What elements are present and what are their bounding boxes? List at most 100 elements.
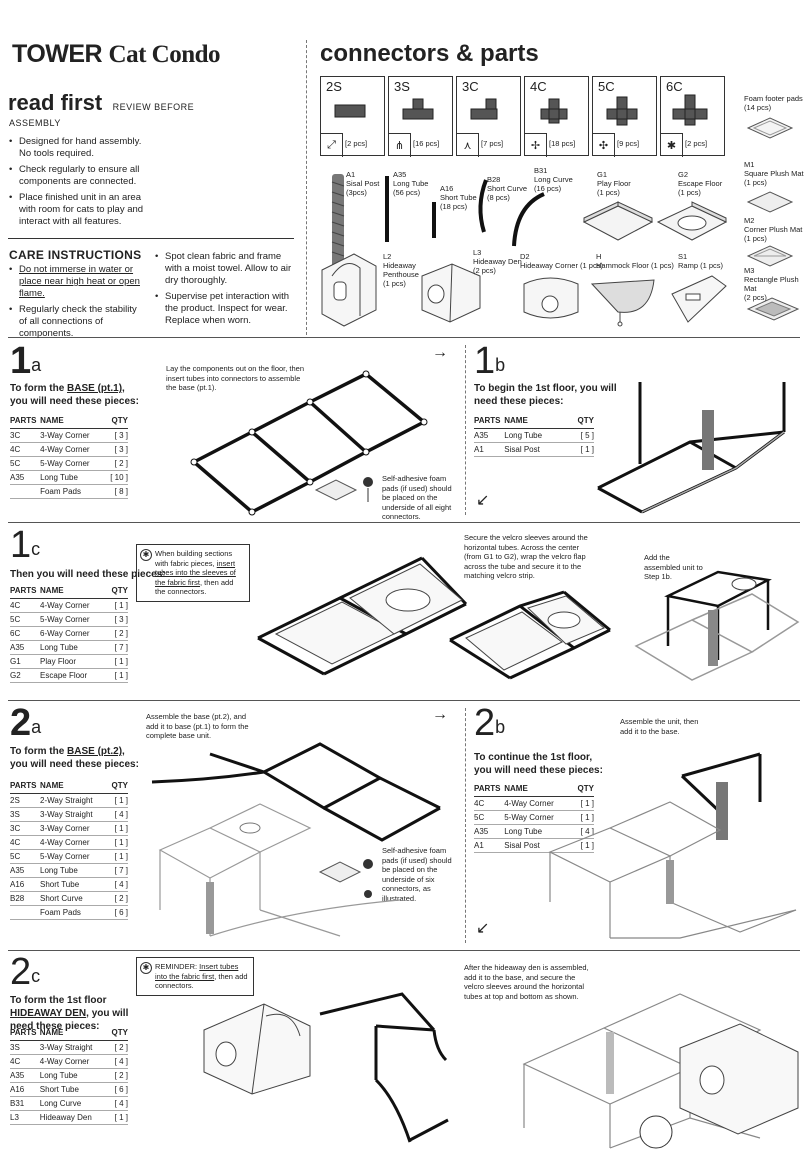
step-2c-assembled-diagram [522, 993, 799, 1149]
divider-1ab [465, 345, 466, 515]
step-1c-velcro-note: Secure the velcro sleeves around the hor… [464, 533, 588, 580]
table-header: QTY [104, 584, 128, 599]
part-name: 5-Way Corner [40, 849, 105, 864]
table-header: NAME [40, 414, 105, 429]
connector-code: 4C [530, 79, 547, 94]
care-rule [8, 238, 294, 239]
table-header: QTY [569, 782, 594, 797]
connector-image [470, 98, 498, 120]
connector-symbol-icon: ✣ [593, 133, 615, 157]
step-2a-title: To form the BASE (pt.2), you will need t… [10, 746, 139, 770]
step-1c-diagram [257, 556, 468, 676]
part-qty: [ 3 ] [104, 612, 128, 627]
hideaway-den-image [421, 263, 481, 323]
part-name: 4-Way Corner [504, 796, 570, 811]
long-curve-image [512, 192, 545, 247]
header-rule-bottom [8, 337, 800, 338]
penthouse-image [321, 253, 377, 327]
ramp-image [671, 275, 727, 323]
table-header: QTY [104, 414, 128, 429]
part-code: L3 [10, 1110, 40, 1125]
bullet-item: Designed for hand assembly. No tools req… [9, 136, 149, 160]
part-name: Sisal Post [504, 442, 570, 457]
part-name: Short Curve [40, 891, 105, 906]
part-qty: [ 2 ] [104, 626, 128, 641]
connector-qty: [2 pcs] [685, 139, 708, 148]
part-code: A35 [10, 470, 41, 485]
part-name: Sisal Post [504, 838, 570, 853]
part-qty: [ 1 ] [104, 821, 128, 836]
care-item: Spot clean fabric and frame with a moist… [155, 251, 300, 287]
header-divider [306, 40, 307, 335]
part-name: Long Tube [40, 470, 105, 485]
foam-pads-image [746, 117, 794, 139]
part-m3: M3 Rectangle Plush Mat (2 pcs) [744, 266, 799, 302]
table-header: PARTS [10, 779, 41, 794]
table-header: QTY [104, 1026, 128, 1041]
step-1c-velcro-diagram [449, 590, 611, 680]
table-header: PARTS [10, 1026, 40, 1041]
part-name: 3-Way Straight [40, 807, 105, 822]
part-qty: [ 4 ] [104, 1054, 128, 1069]
part-code [10, 484, 41, 499]
part-name: Escape Floor [40, 668, 105, 683]
part-l2: L2 Hideaway Penthouse (1 pcs) [383, 252, 419, 288]
part-code: 4C [10, 442, 41, 457]
step-2a-number: 2a [10, 702, 42, 744]
connector-code: 6C [666, 79, 683, 94]
part-name: 4-Way Corner [40, 598, 105, 613]
rule-row-2 [8, 700, 800, 701]
step-1c-assembled-diagram [634, 570, 800, 681]
play-floor-image [582, 201, 654, 241]
part-code: A16 [10, 877, 41, 892]
step-1b-title: To begin the 1st floor, you will need th… [474, 383, 617, 407]
part-g1: G1 Play Floor (1 pcs) [597, 170, 631, 197]
connector-code: 3C [462, 79, 479, 94]
connector-code: 2S [326, 79, 342, 94]
sisal-post-image [331, 174, 345, 269]
connector-image [402, 98, 434, 120]
part-qty: [ 1 ] [569, 796, 594, 811]
connector-code: 3S [394, 79, 410, 94]
part-name: Short Tube [40, 877, 105, 892]
connector-5c: 5C✣[9 pcs] [592, 76, 657, 157]
part-code: 4C [474, 796, 505, 811]
part-code: 3S [10, 1040, 40, 1055]
connector-qty: [9 pcs] [617, 139, 640, 148]
table-header: NAME [39, 1026, 105, 1041]
back-arrow-icon: ↙ [476, 920, 490, 937]
table-header: NAME [504, 414, 570, 429]
assembly-label: ASSEMBLY [9, 118, 61, 128]
step-2c-den-diagram [203, 1003, 311, 1095]
part-name: Long Tube [40, 640, 105, 655]
part-name: Long Tube [504, 824, 570, 839]
part-name: Play Floor [40, 654, 105, 669]
connector-qty: [2 pcs] [345, 139, 368, 148]
part-qty: [ 8 ] [104, 484, 128, 499]
table-row: Foam Pads[ 6 ] [10, 905, 128, 920]
part-name: Foam Pads [40, 905, 105, 920]
step-2c-note: After the hideaway den is assembled, add… [464, 963, 589, 1001]
part-d2: D2 Hideaway Corner (1 pcs) [520, 252, 603, 270]
hideaway-corner-image [523, 277, 579, 319]
part-qty: [ 2 ] [104, 891, 128, 906]
part-qty: [ 4 ] [104, 1096, 128, 1111]
escape-floor-image [656, 201, 728, 241]
part-name: 4-Way Corner [40, 442, 105, 457]
part-name: 4-Way Corner [40, 835, 105, 850]
part-code: 5C [10, 849, 41, 864]
part-name: 6-Way Corner [40, 626, 105, 641]
rectangle-mat-image [746, 297, 800, 321]
part-name: 5-Way Corner [40, 612, 105, 627]
part-code: 6C [10, 626, 41, 641]
connector-image [334, 104, 366, 118]
connector-symbol-icon: ⋏ [457, 133, 479, 157]
step-1a-note: Lay the components out on the floor, the… [166, 364, 305, 392]
